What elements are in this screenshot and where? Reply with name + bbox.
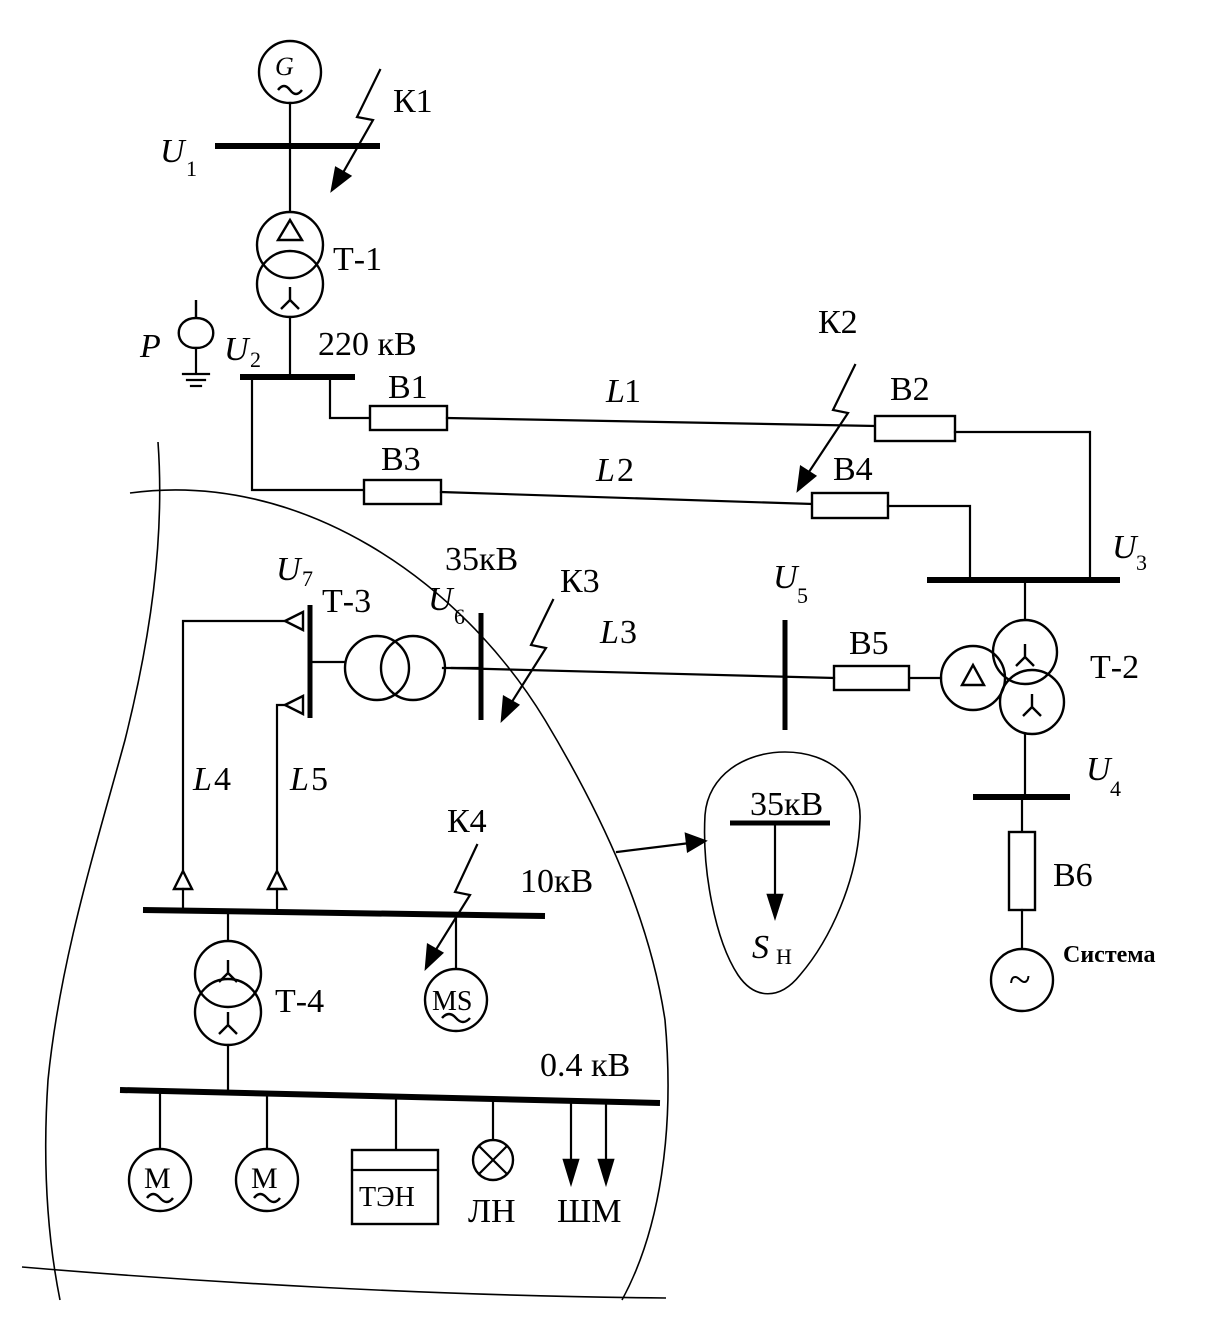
breaker-b4 [810,491,890,520]
bus-u5-label: U [773,559,800,596]
svg-text:5: 5 [311,761,328,798]
svg-text:MS: MS [432,986,472,1017]
bus-u1-label: U [160,133,187,170]
transformer-t3-label: Т-3 [322,583,371,620]
svg-text:ТЭН: ТЭН [359,1182,415,1213]
svg-text:4: 4 [214,761,231,798]
svg-text:2: 2 [250,347,261,372]
transformer-t3 [343,634,447,702]
system-source-symbol: ~ [1009,957,1031,1002]
synchronous-motor: MS [423,967,489,1033]
region-boundary-right [129,489,669,1301]
bus-u2-label: U [224,331,251,368]
reactor [177,300,215,388]
bus-u3-label: U [1112,529,1139,566]
breaker-b3 [362,478,443,506]
breaker-b5-label: В5 [849,625,889,662]
fault-k3-bolt [506,598,555,710]
svg-text:4: 4 [1110,776,1121,801]
bus-04kv [119,1087,661,1106]
breaker-b3-label: В3 [381,441,421,478]
breaker-b1-label: В1 [388,369,428,406]
svg-text:6: 6 [454,604,465,629]
fault-k3-label: К3 [560,563,600,600]
fault-k2-bolt [803,363,857,480]
bus-04kv-label: 0.4 кВ [540,1047,630,1084]
generator-symbol: G [275,52,294,81]
reactor-label: P [139,328,161,365]
bus-u6-label: U [428,581,455,618]
line-l4-label: L [192,761,212,798]
svg-text:1: 1 [186,156,197,181]
line-l3-label: L [599,614,619,651]
line-l1-label: L [605,373,625,410]
breaker-b5 [832,664,911,692]
transformer-t4-label: Т-4 [275,983,324,1020]
generator: G [257,39,323,105]
svg-text:M: M [144,1162,171,1195]
line-l5-label: L [289,761,309,798]
breaker-b6 [1007,830,1037,912]
svg-text:3: 3 [1136,550,1147,575]
bus-u7-label: U [276,551,303,588]
breaker-b6-label: В6 [1053,857,1093,894]
motor-2: M [234,1147,300,1213]
system-source [989,947,1055,1013]
transformer-t1-label: Т-1 [333,241,382,278]
bus-u2-voltage: 220 кВ [318,326,417,363]
breaker-b2-label: В2 [890,371,930,408]
bus-10kv [142,907,546,919]
busway-label: ШМ [557,1193,622,1230]
region-boundary-bottom [21,1266,667,1299]
transformer-t1 [255,210,325,319]
lamp-label: ЛН [468,1193,516,1230]
load-bubble [703,751,861,995]
motor-1: M [127,1147,193,1213]
bus-u4-label: U [1086,751,1113,788]
breaker-b1 [368,404,449,432]
svg-text:Н: Н [776,944,792,969]
svg-text:2: 2 [617,452,634,489]
breaker-b4-label: В4 [833,451,873,488]
system-label: Система [1063,942,1155,968]
transformer-t2 [939,618,1066,736]
load-sn-label: S [752,929,769,966]
busway-load-arrows [562,1100,615,1188]
line-l4 [172,610,305,912]
line-l5 [266,694,305,912]
heater-load: ТЭН [350,1148,440,1226]
svg-text:3: 3 [620,614,637,651]
svg-text:1: 1 [624,373,641,410]
lamp-icon [471,1138,515,1182]
breaker-b2 [873,414,957,443]
line-l2-label: L [595,452,615,489]
svg-text:7: 7 [302,566,313,591]
transformer-t4 [193,939,263,1047]
region-boundary-left [44,441,161,1301]
fault-k1-bolt [338,68,382,180]
bus-u6-voltage: 35кВ [445,541,518,578]
load-bubble-voltage: 35кВ [750,786,823,823]
svg-text:5: 5 [797,583,808,608]
fault-k4-label: К4 [447,803,487,840]
transformer-t2-label: Т-2 [1090,649,1139,686]
fault-k1-label: К1 [393,83,433,120]
fault-k4-bolt [430,843,479,958]
bus-10kv-label: 10кВ [520,863,593,900]
fault-k2-label: К2 [818,304,858,341]
svg-text:M: M [251,1162,278,1195]
